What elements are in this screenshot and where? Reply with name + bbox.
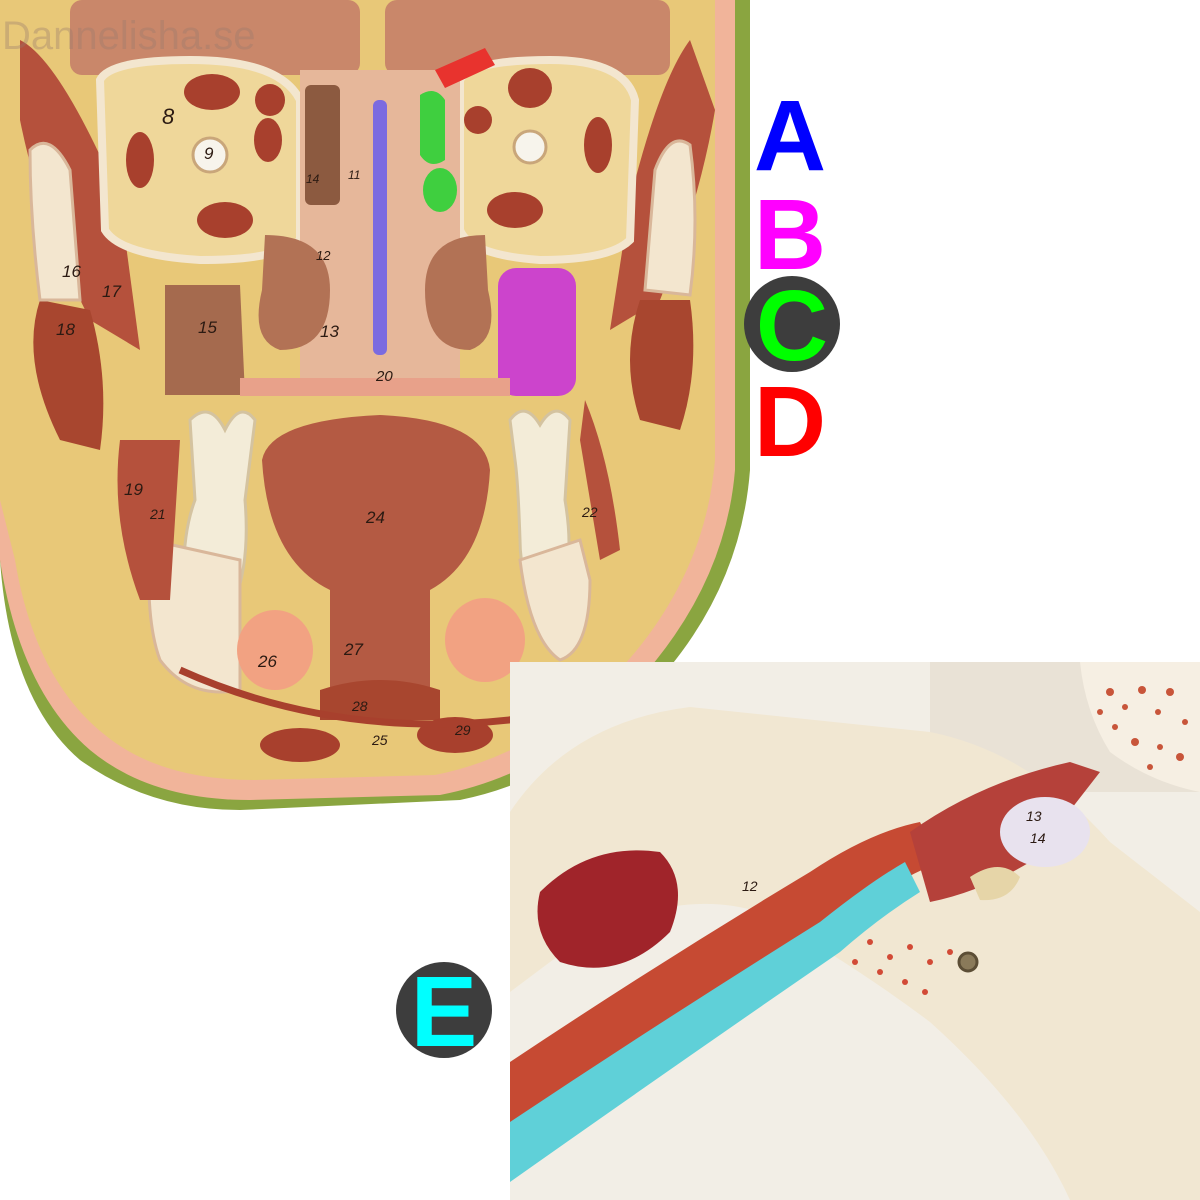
sublingual-gland-right: [445, 598, 525, 682]
optic-nerve-right: [512, 129, 548, 165]
model-number: 13: [320, 322, 339, 341]
cyan-marking-auditory-tube: [510, 862, 920, 1182]
tympanic-membrane: [1000, 797, 1090, 867]
carotid-canal-opening: [957, 951, 979, 973]
superior-rectus-right: [508, 68, 552, 108]
ethmoid-cells-left: [305, 85, 340, 205]
petrous-pores: [852, 939, 953, 995]
model-number: 28: [352, 698, 368, 714]
model-number: 16: [62, 262, 81, 281]
geniohyoid-muscle: [320, 680, 440, 720]
ear-model-number: 14: [1030, 830, 1046, 846]
maxillary-sinus-magenta-marking: [498, 268, 576, 396]
model-number: 15: [198, 318, 217, 337]
label-letter-c-background: [744, 276, 840, 372]
model-number: 12: [316, 248, 331, 263]
model-number: 18: [56, 320, 75, 339]
concha-left: [258, 235, 330, 350]
lateral-rectus-right: [584, 117, 612, 173]
superior-rectus-left: [184, 74, 240, 110]
model-number: 9: [204, 144, 214, 163]
model-number: 21: [150, 506, 166, 522]
red-marking: [435, 48, 495, 88]
green-marking-lower: [423, 168, 457, 212]
frontal-lobe-left: [70, 0, 360, 75]
label-letter-d: D: [753, 366, 827, 478]
digastric-left: [260, 728, 340, 762]
maxillary-sinus-left: [165, 285, 245, 395]
model-number: 11: [348, 168, 361, 182]
buccinator-left: [117, 440, 180, 600]
model-number: 24: [366, 508, 385, 527]
model-number: 29: [455, 722, 471, 738]
model-number: 25: [372, 732, 388, 748]
masseter-muscle-right: [630, 300, 694, 430]
optic-nerve-left: [191, 136, 229, 174]
frontal-lobe-right: [385, 0, 670, 75]
sublingual-gland-left: [237, 610, 313, 690]
label-letter-e: E: [410, 956, 478, 1068]
lateral-rectus-left: [126, 132, 154, 188]
model-number: 22: [582, 504, 598, 520]
medial-rectus-left: [254, 118, 282, 162]
zygomatic-bone-right: [643, 139, 697, 297]
label-letter-b: B: [753, 179, 827, 291]
hard-palate: [240, 378, 510, 396]
coronal-section-model-photo: [0, 0, 750, 810]
bone-pores: [1097, 686, 1188, 770]
label-letter-e-background: [396, 962, 492, 1058]
carotid-artery: [537, 850, 678, 968]
model-number: 17: [102, 282, 121, 301]
nasal-septum-blue-marking: [373, 100, 387, 355]
concha-right: [425, 235, 492, 350]
mandible-right: [518, 538, 592, 662]
watermark: Dannelisha.se: [2, 14, 256, 58]
ear-model-number: 12: [742, 878, 758, 894]
buccinator-right: [580, 400, 620, 560]
model-number: 27: [344, 640, 363, 659]
inferior-rectus-left: [197, 202, 253, 238]
model-number: 14: [306, 172, 320, 186]
superior-oblique-right: [464, 106, 492, 134]
model-number: 20: [376, 368, 393, 385]
masseter-muscle-left: [33, 300, 104, 450]
green-marking-upper: [420, 91, 445, 164]
zygomatic-bone-left: [28, 141, 82, 302]
label-letter-a: A: [753, 80, 827, 192]
superior-oblique-left: [255, 84, 285, 116]
model-number: 19: [124, 480, 143, 499]
ear-model-photo: [510, 662, 1200, 1200]
tongue: [262, 415, 490, 690]
model-number: 26: [258, 652, 277, 671]
ossicle: [970, 867, 1020, 901]
inferior-rectus-right: [487, 192, 543, 228]
label-letter-c: C: [755, 270, 829, 382]
ear-model-number: 13: [1026, 808, 1042, 824]
model-number: 8: [162, 104, 175, 129]
temporalis-muscle-left: [20, 40, 140, 350]
